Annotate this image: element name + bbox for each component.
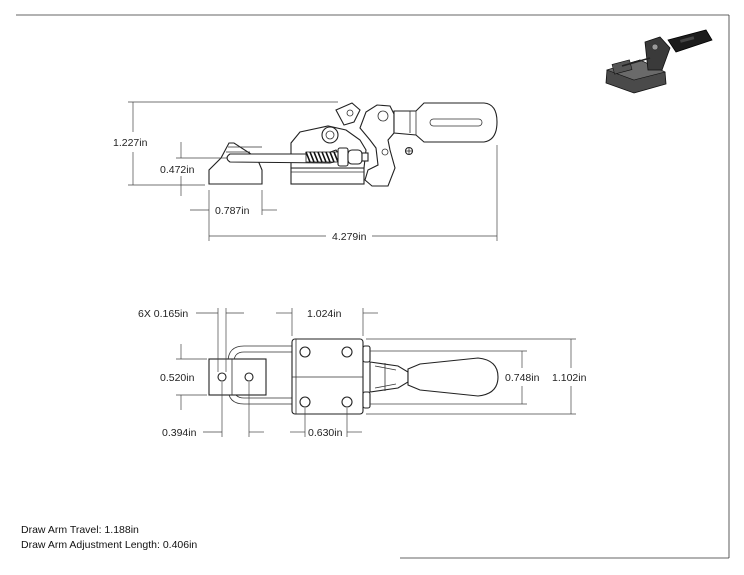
side-dimensions xyxy=(128,101,498,241)
note-draw-arm-travel: Draw Arm Travel: 1.188in xyxy=(21,524,139,536)
dim-handle-width: 0.748in xyxy=(505,372,540,384)
threaded-rod xyxy=(305,151,339,163)
dim-hole-spacing-left: 0.520in xyxy=(160,372,195,384)
dim-height-rod: 0.472in xyxy=(160,164,195,176)
dim-hole-dia: 6X 0.165in xyxy=(138,308,188,320)
top-view xyxy=(208,338,499,415)
dim-base-width: 1.024in xyxy=(307,308,342,320)
side-view xyxy=(208,102,498,187)
note-draw-arm-adjustment: Draw Arm Adjustment Length: 0.406in xyxy=(21,539,198,551)
dim-offset-left: 0.394in xyxy=(162,427,197,439)
isometric-view xyxy=(605,29,713,94)
top-dimensions xyxy=(176,308,576,437)
dim-base-length: 0.787in xyxy=(215,205,250,217)
dim-overall-length: 4.279in xyxy=(332,231,367,243)
dim-hole-spacing-base: 0.630in xyxy=(308,427,343,439)
dim-overall-width: 1.102in xyxy=(552,372,587,384)
dim-height-total: 1.227in xyxy=(113,137,148,149)
